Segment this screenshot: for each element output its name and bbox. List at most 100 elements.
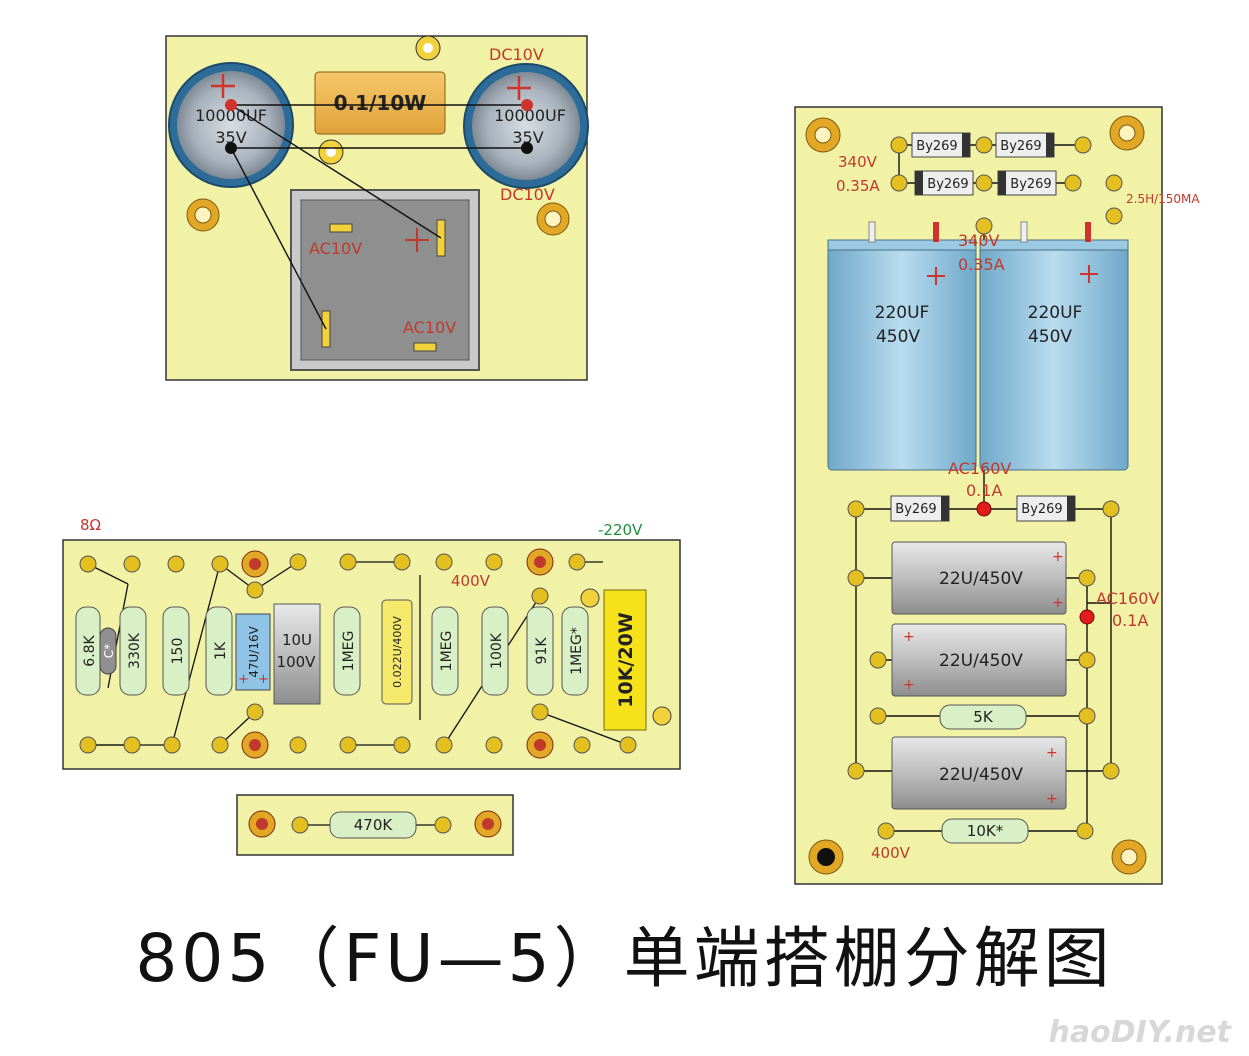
svg-text:10K*: 10K* — [967, 822, 1004, 840]
mount-hole — [536, 202, 570, 236]
mount-hole — [808, 839, 844, 875]
svg-text:47U/16V: 47U/16V — [247, 625, 261, 677]
capacitor-0.022u-400v: 0.022U/400V — [381, 599, 413, 705]
svg-text:By269: By269 — [895, 502, 936, 517]
diode: By269 — [911, 132, 971, 158]
resistor-91k: 91K — [526, 606, 554, 696]
label-ac10v-left: AC10V — [309, 239, 362, 258]
diode: By269 — [890, 495, 950, 522]
svg-text:22U/450V: 22U/450V — [939, 765, 1023, 785]
svg-text:100V: 100V — [277, 653, 317, 671]
label-01a-b: 0.1A — [1112, 611, 1148, 630]
svg-text:+: + — [1052, 595, 1064, 611]
svg-text:By269: By269 — [1000, 139, 1041, 154]
cap-left-value: 10000UF — [195, 106, 267, 125]
bridge-rectifier — [290, 189, 480, 371]
amp-big-pads — [241, 548, 554, 759]
mount-hole — [805, 117, 841, 153]
board-power: By269 By269 By269 By269 340V 0.35A 2.5H/… — [794, 106, 1200, 885]
capacitor-220uf-right: 220UF 450V — [979, 221, 1129, 471]
svg-text:450V: 450V — [1028, 327, 1072, 347]
svg-text:0.022U/400V: 0.022U/400V — [391, 616, 404, 688]
label-8ohm: 8Ω — [80, 516, 101, 534]
mount-hole — [1109, 115, 1145, 151]
cap-right-voltage: 35V — [512, 128, 543, 147]
svg-text:+: + — [238, 672, 249, 687]
resistor-label: 0.1/10W — [334, 91, 427, 115]
cap-left-voltage: 35V — [215, 128, 246, 147]
svg-text:1MEG*: 1MEG* — [569, 627, 585, 675]
label-neg220v: -220V — [598, 521, 643, 539]
svg-text:5K: 5K — [973, 708, 994, 726]
resistor-1k: 1K — [205, 606, 233, 696]
svg-text:6.8K: 6.8K — [82, 634, 98, 666]
resistor-1meg-star: 1MEG* — [561, 606, 589, 696]
diode: By269 — [1016, 495, 1076, 522]
resistor-6.8k: 6.8K — [75, 606, 101, 696]
capacitor-220uf-left: 220UF 450V — [827, 221, 977, 471]
top-wiring — [230, 104, 527, 330]
label-ac160v-a: AC160V — [948, 459, 1011, 478]
board-amp: 8Ω -220V 400V — [62, 516, 681, 770]
label-035a-b: 0.35A — [958, 255, 1005, 274]
svg-text:1K: 1K — [213, 641, 229, 660]
amp-pads — [79, 553, 637, 754]
capacitor-47u-16v: 47U/16V + + — [235, 613, 271, 691]
label-ac10v-right: AC10V — [403, 318, 456, 337]
resistor-100k: 100K — [481, 606, 509, 696]
resistor-1meg-a: 1MEG — [333, 606, 361, 696]
resistor-10k: 10K* — [941, 818, 1029, 844]
resistor-330k: 330K — [119, 606, 147, 696]
svg-text:10K/20W: 10K/20W — [615, 612, 637, 708]
svg-text:+: + — [903, 677, 915, 693]
label-ac160v-b: AC160V — [1096, 589, 1159, 608]
svg-text:1MEG: 1MEG — [341, 631, 357, 672]
svg-text:220UF: 220UF — [875, 303, 930, 323]
svg-text:+: + — [1052, 549, 1064, 565]
label-035a-a: 0.35A — [836, 177, 880, 195]
capacitor-10u-100v: 10U 100V — [273, 603, 321, 705]
resistor-150: 150 — [162, 606, 190, 696]
mount-hole — [186, 198, 220, 232]
diode: By269 — [997, 170, 1057, 196]
board-top: 0.1/10W 10000UF 35V 10000UF 35V DC10V — [165, 35, 589, 381]
svg-text:330K: 330K — [127, 632, 143, 669]
svg-text:10U: 10U — [282, 631, 312, 649]
svg-text:450V: 450V — [876, 327, 920, 347]
label-400v-power: 400V — [871, 844, 911, 862]
capacitor-22u-2: + + 22U/450V — [891, 623, 1067, 697]
svg-text:91K: 91K — [534, 637, 550, 665]
power-pads — [847, 136, 1123, 840]
svg-text:1MEG: 1MEG — [439, 631, 455, 672]
svg-text:470K: 470K — [354, 816, 394, 834]
svg-text:C*: C* — [102, 644, 116, 658]
board-small: 470K — [236, 794, 514, 856]
watermark: haoDIY.net — [1048, 1015, 1231, 1050]
resistor-470k: 470K — [329, 811, 417, 839]
resistor-5k: 5K — [939, 704, 1027, 730]
svg-text:+: + — [1046, 745, 1058, 761]
svg-text:150: 150 — [170, 638, 186, 665]
capacitor-right: 10000UF 35V — [463, 63, 589, 189]
resistor-1meg-b: 1MEG — [431, 606, 459, 696]
resistor-0.1-10w: 0.1/10W — [314, 35, 446, 165]
label-340v-b: 340V — [958, 231, 1000, 250]
label-dc10v-bottom: DC10V — [500, 185, 555, 204]
svg-text:+: + — [903, 629, 915, 645]
capacitor-c-star: C* — [99, 627, 117, 675]
svg-text:220UF: 220UF — [1028, 303, 1083, 323]
svg-text:By269: By269 — [1010, 177, 1051, 192]
svg-text:By269: By269 — [927, 177, 968, 192]
label-dc10v-top: DC10V — [489, 45, 544, 64]
capacitor-22u-1: + + 22U/450V — [891, 541, 1067, 615]
svg-text:+: + — [258, 672, 269, 687]
capacitor-left: 10000UF 35V — [168, 62, 294, 188]
svg-text:+: + — [1046, 791, 1058, 807]
label-01a-a: 0.1A — [966, 481, 1002, 500]
svg-text:By269: By269 — [916, 139, 957, 154]
mount-hole — [1111, 839, 1147, 875]
svg-text:22U/450V: 22U/450V — [939, 569, 1023, 589]
diode: By269 — [995, 132, 1055, 158]
svg-text:100K: 100K — [489, 632, 505, 669]
